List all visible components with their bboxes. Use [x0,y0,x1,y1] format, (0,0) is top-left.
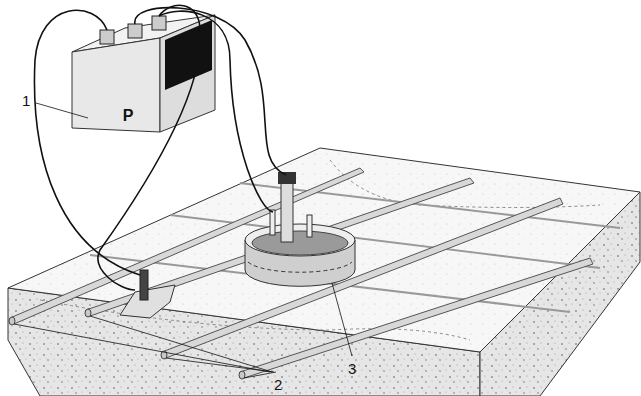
meter-face: P [112,104,144,128]
callout-number: 2 [274,377,282,392]
callout-number: 1 [22,93,30,108]
callout-number: 3 [348,361,356,376]
device-letter: P [123,107,134,125]
